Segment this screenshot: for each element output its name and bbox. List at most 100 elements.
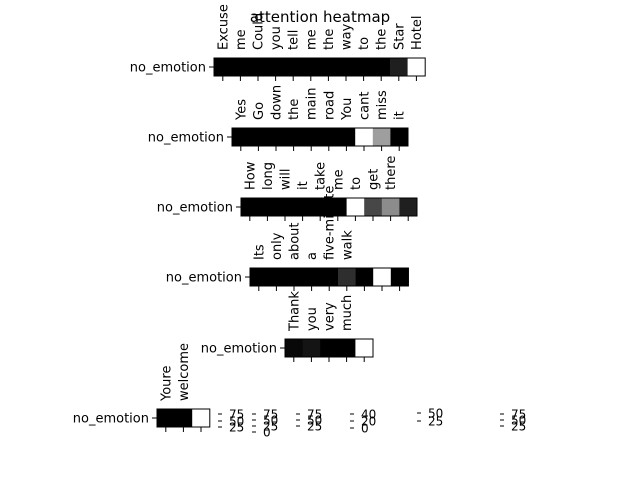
colorbar-tick-label: 25: [229, 421, 244, 435]
row-label: no_emotion: [148, 131, 224, 146]
token-label: very: [323, 302, 338, 331]
token-label: Could: [252, 13, 267, 50]
heatmap-cell: [320, 128, 338, 146]
row-label: no_emotion: [130, 61, 206, 76]
token-label: a: [305, 252, 320, 260]
heatmap-cell: [390, 268, 409, 286]
heatmap-cell: [276, 198, 295, 216]
token-label: you: [269, 26, 284, 50]
heatmap-cell: [231, 58, 250, 76]
heatmap-cell: [258, 198, 277, 216]
row-label: no_emotion: [157, 201, 233, 216]
token-label: Yes: [234, 99, 249, 121]
heatmap-cell: [302, 339, 321, 357]
token-label: miss: [375, 90, 390, 120]
heatmap-cell: [390, 128, 409, 146]
token-label: Excuse: [216, 4, 231, 50]
token-label: long: [261, 162, 276, 190]
token-label: to: [357, 37, 372, 50]
colorbar-tick-label: 75: [263, 408, 278, 422]
token-label: you: [305, 307, 320, 331]
token-label: take: [314, 162, 329, 190]
heatmap-cell: [355, 128, 374, 146]
token-label: main: [305, 88, 320, 120]
heatmap-cell: [337, 128, 356, 146]
heatmap-cell: [232, 128, 250, 146]
heatmap-cell: [284, 58, 303, 76]
heatmap-cell: [302, 268, 321, 286]
token-label: the: [322, 29, 337, 50]
colorbar-tick-label: 50: [229, 415, 244, 429]
heatmap-cell: [372, 58, 391, 76]
colorbar-tick-label: 25: [307, 420, 322, 434]
heatmap-cell: [337, 58, 356, 76]
heatmap-cell: [302, 128, 321, 146]
token-label: way: [340, 23, 355, 50]
heatmap-cell: [174, 409, 193, 427]
heatmap-cell: [320, 339, 339, 357]
token-label: only: [270, 232, 285, 260]
heatmap-cell: [381, 198, 400, 216]
token-label: will: [279, 169, 294, 190]
colorbar-tick-label: 50: [307, 414, 322, 428]
heatmap-cell: [293, 198, 312, 216]
token-label: five-minute: [323, 186, 338, 260]
heatmap-cell: [284, 128, 303, 146]
colorbar-tick-label: 50: [428, 407, 443, 421]
colorbar-tick-label: 50: [511, 414, 526, 428]
heatmap-cell: [399, 198, 418, 216]
token-label: road: [322, 91, 337, 120]
colorbar-tick-label: 25: [263, 420, 278, 434]
heatmap-cell: [157, 409, 175, 427]
token-label: tell: [287, 30, 302, 50]
token-label: Thank: [287, 291, 302, 332]
token-label: walk: [340, 230, 355, 260]
colorbar-tick-label: 50: [263, 414, 278, 428]
colorbar-tick-label: 25: [428, 415, 443, 429]
heatmap-cell: [192, 409, 211, 427]
heatmap-cell: [319, 58, 338, 76]
token-label: me: [304, 29, 319, 50]
heatmap-cell: [346, 198, 365, 216]
colorbar-tick-label: 0: [263, 426, 271, 440]
colorbar-tick-label: 0: [361, 422, 369, 436]
token-label: much: [340, 295, 355, 331]
token-label: there: [384, 156, 399, 190]
token-label: it: [393, 111, 408, 120]
token-label: about: [288, 222, 303, 260]
token-label: cant: [358, 92, 373, 120]
token-label: the: [375, 29, 390, 50]
colorbar-tick-label: 25: [511, 420, 526, 434]
heatmap-cell: [250, 268, 268, 286]
token-label: welcome: [177, 343, 192, 401]
chart-title: attention heatmap: [250, 8, 390, 26]
heatmap-cell: [285, 268, 304, 286]
token-label: down: [270, 85, 285, 120]
heatmap-cell: [354, 58, 373, 76]
colorbar-tick-label: 75: [511, 408, 526, 422]
heatmap-cell: [285, 339, 303, 357]
heatmap-cell: [266, 58, 285, 76]
heatmap-cell: [364, 198, 383, 216]
heatmap-cell: [390, 58, 408, 76]
token-label: Go: [252, 102, 267, 120]
heatmap-cell: [320, 268, 339, 286]
colorbar-tick-label: 75: [307, 408, 322, 422]
token-label: Hotel: [410, 16, 425, 50]
token-label: me: [331, 169, 346, 190]
token-label: get: [367, 169, 382, 190]
heatmap-cell: [267, 128, 286, 146]
heatmap-cell: [407, 58, 426, 76]
colorbar-tick-label: 40: [361, 408, 376, 422]
row-label: no_emotion: [201, 342, 277, 357]
heatmap-cell: [373, 268, 392, 286]
token-label: me: [234, 29, 249, 50]
colorbar-tick-label: 75: [229, 408, 244, 422]
heatmap-cell: [214, 58, 232, 76]
heatmap-cell: [337, 339, 356, 357]
row-label: no_emotion: [73, 412, 149, 427]
heatmap-cell: [355, 339, 374, 357]
token-label: the: [287, 99, 302, 120]
